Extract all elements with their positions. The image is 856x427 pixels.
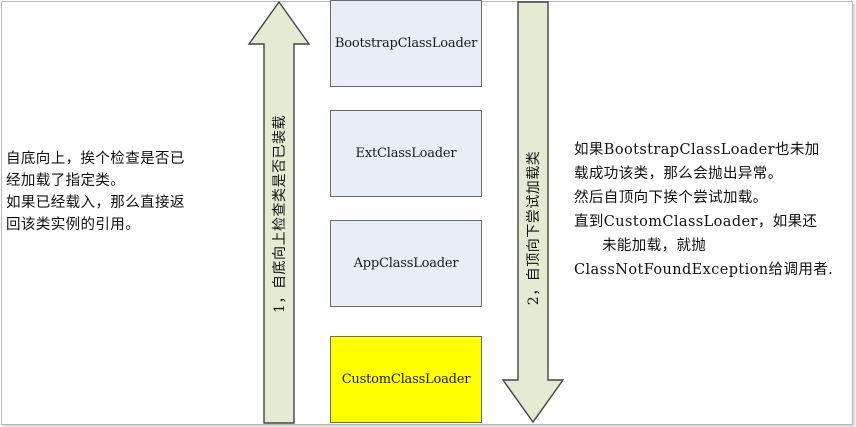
right-description: 如果BootstrapClassLoader也未加 载成功该类，那么会抛出异常。… [574, 138, 833, 282]
right-text-line: 载成功该类，那么会抛出异常。 [574, 166, 783, 182]
up-arrow-label: 1，自底向上检查类是否已装载 [272, 115, 288, 313]
right-text-line: 然后自顶向下挨个尝试加载。 [574, 190, 768, 206]
left-text-line: 如果已经载入，那么直接返 [6, 195, 185, 211]
down-arrow [501, 1, 565, 424]
right-text-line: 未能加载，就抛 [602, 238, 707, 254]
right-text-line: 直到CustomClassLoader，如果还 [574, 214, 818, 230]
down-arrow-label: 2，自顶向下尝试加载类 [526, 150, 542, 306]
right-text-line: ClassNotFoundException给调用者. [574, 262, 834, 278]
app-classloader-box: AppClassLoader [330, 220, 482, 307]
ext-classloader-box: ExtClassLoader [330, 110, 482, 197]
left-text-line: 经加载了指定类。 [6, 173, 126, 189]
custom-classloader-box: CustomClassLoader [330, 336, 482, 423]
right-text-line: 如果BootstrapClassLoader也未加 [574, 142, 820, 158]
left-description: 自底向上，挨个检查是否已 经加载了指定类。 如果已经载入，那么直接返 回该类实例… [6, 148, 185, 236]
left-text-line: 自底向上，挨个检查是否已 [6, 151, 185, 167]
left-text-line: 回该类实例的引用。 [6, 217, 141, 233]
bootstrap-classloader-box: BootstrapClassLoader [330, 0, 482, 87]
up-arrow [247, 0, 311, 424]
